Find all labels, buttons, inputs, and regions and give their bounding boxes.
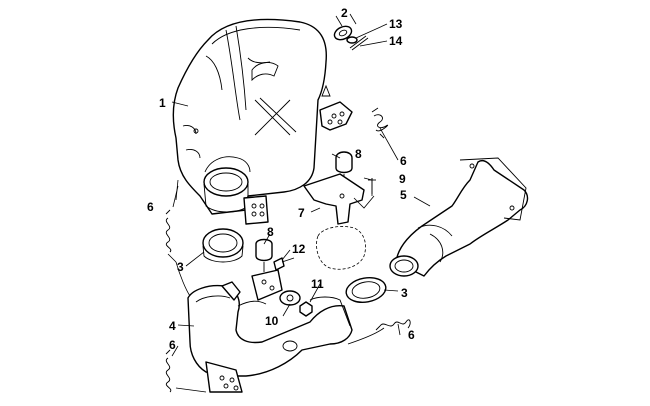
callout-2: 2 (341, 6, 348, 20)
callout-6: 6 (408, 328, 415, 342)
washer-and-pin (346, 35, 369, 51)
callout-8: 8 (267, 225, 274, 239)
callout-3: 3 (401, 286, 408, 300)
callout-labels: 1 2 13 14 6 8 9 5 7 6 8 12 3 11 3 4 10 6… (147, 6, 415, 352)
heat-shield (316, 226, 366, 270)
clamp-ring-left (202, 228, 244, 263)
callout-6: 6 (169, 338, 176, 352)
mounting-bracket (303, 173, 365, 225)
callout-6: 6 (400, 154, 407, 168)
callout-1: 1 (159, 96, 166, 110)
flange-gasket (279, 290, 301, 306)
spring-bottom-left (165, 349, 172, 393)
callout-10: 10 (265, 314, 279, 328)
callout-13: 13 (389, 17, 403, 31)
rubber-mount-lower (255, 238, 273, 272)
callout-7: 7 (298, 206, 305, 220)
nut (299, 301, 313, 317)
lower-pipe (187, 281, 353, 393)
leader-lines (167, 13, 431, 393)
muffler (172, 18, 327, 225)
callout-9: 9 (399, 172, 406, 186)
spring-bottom-right (375, 319, 411, 331)
hanger-plate (319, 84, 353, 131)
callout-4: 4 (169, 319, 176, 333)
callout-3: 3 (177, 260, 184, 274)
spring-upper (371, 107, 388, 139)
callout-8: 8 (355, 147, 362, 161)
callout-6: 6 (147, 200, 154, 214)
callout-14: 14 (389, 34, 403, 48)
callout-12: 12 (292, 242, 306, 256)
spring-left (165, 209, 172, 253)
small-bracket (251, 269, 283, 301)
bolt (273, 257, 295, 271)
callout-5: 5 (400, 188, 407, 202)
grommet (333, 25, 353, 41)
clamp-ring-right (345, 276, 387, 304)
callout-11: 11 (311, 277, 324, 291)
y-pipe (389, 157, 529, 277)
